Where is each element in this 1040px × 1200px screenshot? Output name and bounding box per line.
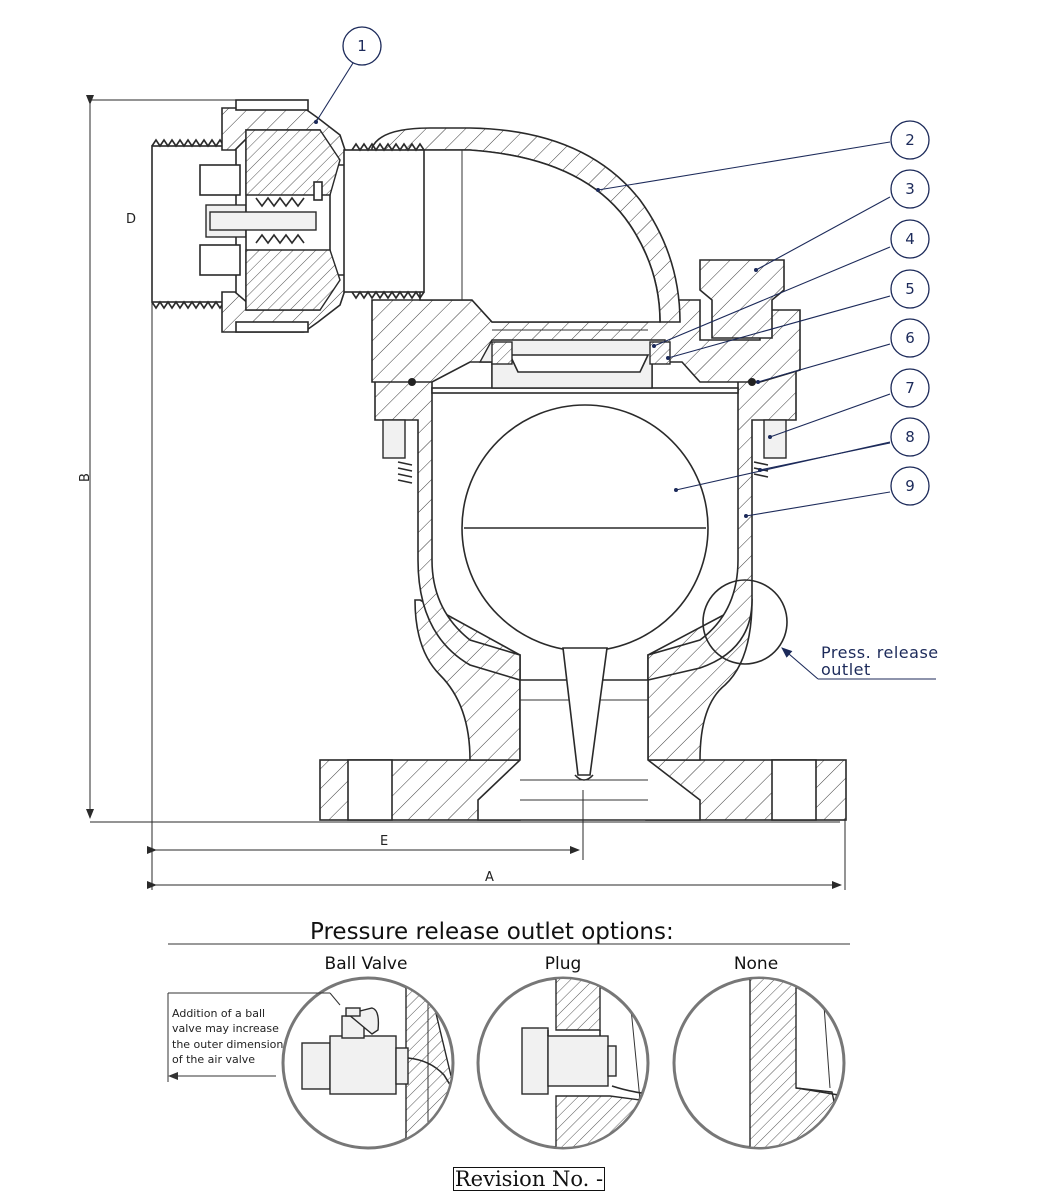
none-detail xyxy=(672,976,846,1150)
ball-valve-detail: Addition of a ball valve may increase th… xyxy=(167,976,455,1150)
balloon-7: 7 xyxy=(890,368,930,408)
ball-valve-note-3: the outer dimension xyxy=(172,1038,283,1051)
dimension-e-label: E xyxy=(380,834,388,849)
svg-text:8: 8 xyxy=(905,428,915,446)
svg-text:4: 4 xyxy=(905,230,915,248)
svg-text:6: 6 xyxy=(905,329,915,347)
outlet-note-line2: outlet xyxy=(821,660,871,679)
option-ball-valve-label: Ball Valve xyxy=(325,954,408,974)
inlet-connector xyxy=(151,99,425,333)
outlet-note-line1: Press. release xyxy=(821,643,939,662)
ball-valve-note-2: valve may increase xyxy=(172,1022,279,1035)
svg-text:7: 7 xyxy=(905,379,915,397)
balloon-6: 6 xyxy=(890,318,930,358)
svg-text:1: 1 xyxy=(357,37,367,55)
plug-detail xyxy=(476,976,650,1150)
svg-text:3: 3 xyxy=(905,180,915,198)
float-ball xyxy=(461,404,709,781)
balloon-4: 4 xyxy=(890,219,930,259)
ball-valve-note-1: Addition of a ball xyxy=(172,1007,265,1020)
options-heading: Pressure release outlet options: xyxy=(310,919,674,945)
svg-text:9: 9 xyxy=(905,477,915,495)
callout-leaders xyxy=(314,62,891,518)
dimension-b-label: B xyxy=(78,473,93,482)
dimension-d-label: D xyxy=(126,212,136,227)
dimensions xyxy=(86,95,846,890)
svg-text:5: 5 xyxy=(905,280,915,298)
balloon-9: 9 xyxy=(890,466,930,506)
balloon-1: 1 xyxy=(342,26,382,66)
balloon-3: 3 xyxy=(890,169,930,209)
dimension-a-label: A xyxy=(485,870,494,885)
svg-text:2: 2 xyxy=(905,131,915,149)
balloon-2: 2 xyxy=(890,120,930,160)
revision-box: Revision No. - xyxy=(453,1167,605,1191)
option-none-label: None xyxy=(734,954,778,974)
option-plug-label: Plug xyxy=(545,954,582,974)
balloon-5: 5 xyxy=(890,269,930,309)
ball-valve-note-4: of the air valve xyxy=(172,1053,255,1066)
balloon-8: 8 xyxy=(890,417,930,457)
